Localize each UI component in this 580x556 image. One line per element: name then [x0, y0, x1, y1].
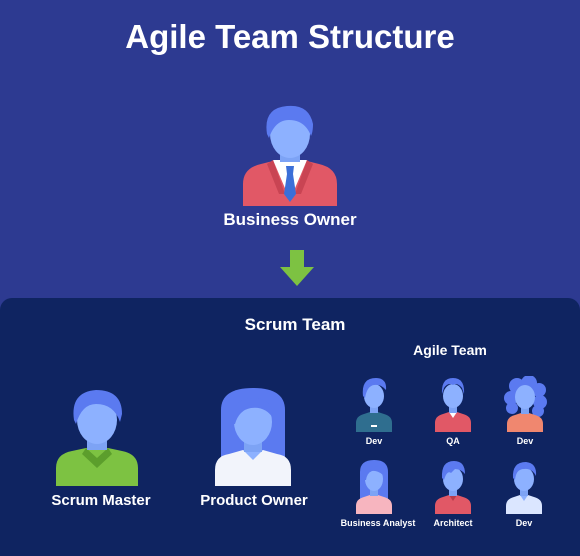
- business-owner-label: Business Owner: [223, 210, 357, 229]
- scrum-master-label: Scrum Master: [51, 492, 151, 509]
- scrum-team-label: Scrum Team: [244, 315, 346, 334]
- product-owner-label: Product Owner: [200, 492, 308, 509]
- man-green-shirt-icon: [56, 388, 138, 486]
- arrow-down-icon: [280, 250, 314, 291]
- agile-member-label: Dev: [516, 436, 534, 446]
- page-title: Agile Team Structure: [125, 18, 455, 55]
- architect-icon: [435, 460, 471, 514]
- qa-icon: [435, 376, 471, 432]
- developer-icon: [356, 376, 392, 432]
- agile-member-label: Dev: [365, 436, 383, 446]
- analyst-icon: [356, 460, 392, 514]
- developer-curly-icon: [503, 376, 547, 432]
- developer-icon: [506, 460, 542, 514]
- agile-team-label: Agile Team: [413, 342, 487, 358]
- businessman-icon: [243, 104, 337, 206]
- woman-icon: [215, 388, 291, 486]
- agile-member-label: Dev: [515, 518, 533, 528]
- agile-member-label: QA: [446, 436, 460, 446]
- agile-member-label: Business Analyst: [340, 518, 416, 528]
- agile-member-label: Architect: [433, 518, 473, 528]
